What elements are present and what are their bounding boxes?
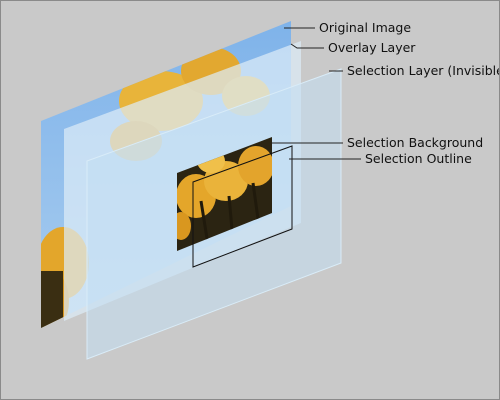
selection-outline: [192, 145, 293, 268]
label-selection-background: Selection Background: [347, 135, 484, 150]
label-overlay-layer: Overlay Layer: [328, 40, 416, 55]
label-original-image: Original Image: [319, 20, 412, 35]
callout-line-overlay-layer: [290, 43, 324, 49]
label-selection-outline: Selection Outline: [365, 151, 472, 166]
callout-lines: [271, 27, 361, 160]
label-selection-layer: Selection Layer (Invisible): [347, 63, 500, 78]
